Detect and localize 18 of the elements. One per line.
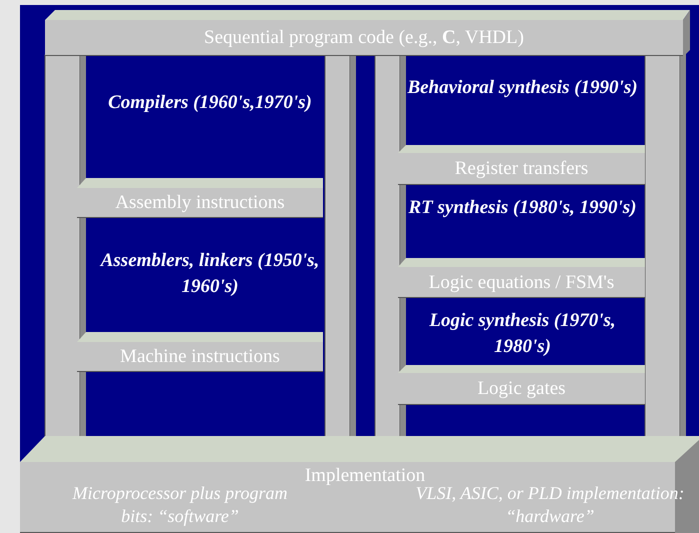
bar-label: Logic equations / FSM's [428, 271, 616, 295]
bar-label: Machine instructions [119, 345, 281, 369]
shelf-bar [398, 373, 645, 405]
shelf-bar [77, 188, 323, 218]
stage-label: Behavioral synthesis (1990's) [406, 76, 639, 100]
shelf-bar [77, 342, 323, 372]
bar-label: Logic gates [476, 377, 567, 401]
stage-label: Assemblers, linkers (1950's, 1960's) [98, 249, 320, 299]
bar-label: Assembly instructions [114, 191, 286, 215]
code-bar [45, 20, 683, 56]
shelf-bar [398, 153, 645, 185]
stage-label: RT synthesis (1980's, 1990's) [407, 196, 638, 220]
implementation-note: Microprocessor plus program bits: “software” [71, 482, 288, 528]
stage-label: Compilers (1960's,1970's) [107, 91, 313, 115]
bar-label: Sequential program code (e.g., C, VHDL) [203, 26, 525, 50]
shelf-bar [398, 267, 645, 298]
bar-label: Register transfers [454, 157, 590, 181]
stage-label: Logic synthesis (1970's, 1980's) [428, 309, 617, 359]
